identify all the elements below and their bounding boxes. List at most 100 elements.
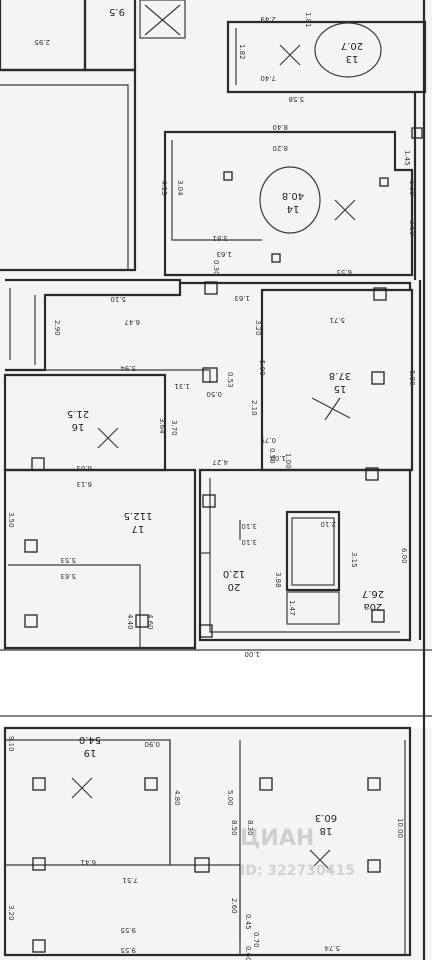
svg-text:112.5: 112.5 [124, 510, 153, 521]
dimension-label: 2.49 [260, 15, 276, 23]
room-15-marker [371, 371, 385, 385]
dimension-label: 7.40 [260, 74, 276, 82]
room-20-label: 20 12.0 [223, 568, 245, 592]
room-19-cross [71, 777, 93, 799]
column [202, 367, 218, 383]
dimension-label: 1.45 [403, 150, 411, 166]
outer-wall [413, 0, 426, 960]
room-small-label: 9.5 [109, 6, 125, 17]
svg-text:13: 13 [346, 53, 359, 64]
column [223, 171, 233, 181]
dimension-label: 8.40 [272, 123, 288, 131]
room-16-label: 16 21.5 [67, 408, 89, 432]
wall-segment [5, 278, 182, 372]
bottom-outer-walls [3, 726, 412, 957]
svg-text:16: 16 [72, 421, 85, 432]
dimension-label: 3.70 [170, 420, 178, 436]
dimension-label: 1.82 [238, 44, 246, 60]
wall-segment [169, 740, 241, 955]
wc-room [139, 0, 186, 39]
dimension-label: 3.88 [274, 572, 282, 588]
svg-text:9.5: 9.5 [109, 6, 125, 17]
dimension-label: 3.04 [176, 180, 184, 196]
svg-text:21.5: 21.5 [67, 408, 89, 419]
room-14-cross [334, 199, 356, 221]
dimension-label: 1.31 [174, 382, 190, 390]
wall-segment [8, 564, 141, 648]
dimension-label: 5.56 [288, 95, 304, 103]
svg-text:54.0: 54.0 [79, 734, 101, 745]
wall-segment [209, 478, 400, 633]
column [259, 777, 273, 791]
column [199, 624, 213, 638]
stairs [286, 591, 340, 625]
dimension-label: 1.47 [288, 600, 296, 616]
svg-text:60.3: 60.3 [315, 812, 337, 823]
column [32, 857, 46, 871]
dimension-label: 0.53 [226, 372, 234, 388]
column [411, 127, 423, 139]
room-13-cross [279, 44, 301, 66]
dimension-label: 5.94 [120, 364, 136, 372]
wall-segment [9, 288, 36, 365]
watermark-brand: ЦИАН [240, 826, 314, 851]
dimension-label: 9.55 [120, 946, 136, 954]
dimension-label: 0.70 [252, 932, 260, 948]
column [144, 777, 158, 791]
dimension-label: 1.00 [244, 650, 260, 658]
svg-text:17: 17 [132, 523, 145, 534]
column [24, 614, 38, 628]
room-14-label: 14 40.8 [282, 190, 304, 214]
dimension-label: 7.51 [122, 876, 138, 884]
dimension-label: 1.00 [270, 454, 286, 462]
dimension-label: 5.10 [110, 295, 126, 303]
dimension-label: 0.50 [268, 448, 276, 464]
svg-text:20a: 20a [364, 601, 383, 612]
dimension-label: 4.15 [160, 180, 168, 196]
dimension-label: 5.71 [329, 316, 345, 324]
column [367, 777, 381, 791]
dimension-label: 9.10 [7, 736, 15, 752]
room-19-marker [32, 777, 46, 791]
dimension-label: 4.40 [126, 614, 134, 630]
room-18-label: 18 60.3 [315, 812, 337, 836]
room-16-cross [97, 427, 119, 449]
dimension-label: 5.63 [60, 572, 76, 580]
dimension-label: 5.53 [60, 556, 76, 564]
room-17-marker [24, 539, 38, 553]
paper-gap [0, 650, 432, 728]
dimension-label: 8.30 [246, 820, 254, 836]
dimension-label: 4.60 [146, 614, 154, 630]
column [135, 614, 149, 628]
room-13-label: 13 20.7 [341, 40, 363, 64]
watermark-id: ID: 322730415 [240, 863, 355, 879]
svg-text:37.8: 37.8 [329, 370, 351, 381]
svg-text:20: 20 [228, 581, 241, 592]
room-14-marker [259, 166, 321, 234]
dimension-label: 0.45 [244, 914, 252, 930]
dimension-label: 1.18 [408, 180, 416, 196]
svg-text:19: 19 [84, 747, 97, 758]
dimension-label: 2.95 [34, 38, 50, 46]
wall-segment [180, 281, 412, 290]
dimension-label: 5.74 [324, 944, 340, 952]
dimension-label: 6.80 [408, 370, 416, 386]
dimension-label: 0.50 [206, 390, 222, 398]
dimension-label: 0.60 [244, 946, 252, 960]
wall-segment [0, 68, 137, 272]
dimension-label: 1.63 [216, 250, 232, 258]
wall-segment [171, 140, 262, 241]
dimension-label: 3.81 [212, 234, 228, 242]
dimension-labels: 2.95 2.49 5.56 7.40 1.82 1.81 8.40 8.20 … [7, 12, 416, 960]
dimension-label: 3.64 [158, 418, 166, 434]
dimension-label: 8.50 [230, 820, 238, 836]
dimension-label: 6.47 [124, 318, 140, 326]
dimension-label: 6.03 [76, 464, 92, 472]
dimension-label: 5.00 [226, 790, 234, 806]
room-18-marker [367, 859, 381, 873]
svg-text:20.7: 20.7 [341, 40, 363, 51]
room-15-walls [260, 288, 414, 472]
dimension-label: 6.55 [336, 268, 352, 276]
wall-segment [0, 84, 129, 270]
